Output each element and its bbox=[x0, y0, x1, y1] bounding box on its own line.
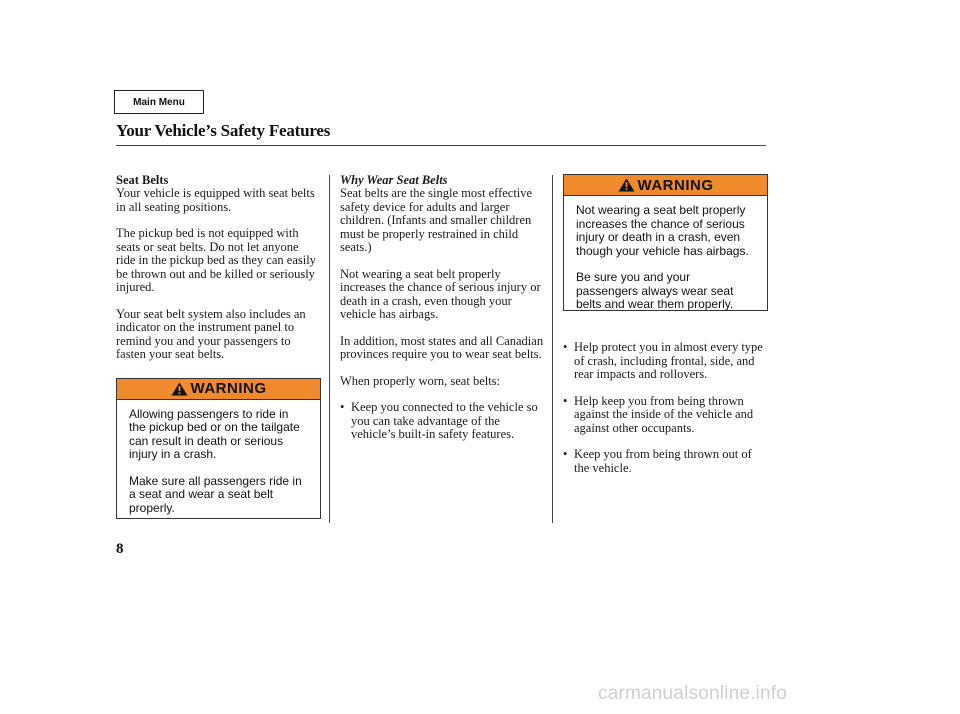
warning-text: Be sure you and your passengers always w… bbox=[576, 270, 734, 311]
page-number: 8 bbox=[116, 541, 124, 557]
column-why-wear-seat-belts: Why Wear Seat Belts Seat belts are the s… bbox=[340, 174, 545, 455]
bullet-icon: • bbox=[563, 340, 568, 354]
column-divider-right bbox=[552, 175, 553, 523]
section-heading-seat-belts: Seat Belts bbox=[116, 173, 169, 187]
warning-text: Not wearing a seat belt properly increas… bbox=[576, 203, 749, 258]
main-menu-button[interactable]: Main Menu bbox=[114, 90, 204, 114]
warning-text: Make sure all passengers ride in a seat … bbox=[129, 473, 302, 515]
bullet-list: • Keep you connected to the vehicle so yo… bbox=[340, 400, 545, 442]
warning-header: WARNING bbox=[564, 175, 767, 196]
paragraph: Seat belts are the single most effective… bbox=[340, 186, 533, 254]
bullet-text: Help protect you in almost every type of… bbox=[574, 340, 763, 381]
list-item: • Keep you from being thrown out of the v… bbox=[563, 447, 768, 475]
warning-label: WARNING bbox=[637, 176, 714, 194]
bullet-text: Help keep you from being thrown against … bbox=[574, 393, 754, 435]
paragraph: In addition, most states and all Canadia… bbox=[340, 333, 544, 361]
bullet-list: • Help protect you in almost every type o… bbox=[563, 340, 768, 475]
list-item: • Help protect you in almost every type o… bbox=[563, 340, 768, 382]
paragraph: Your seat belt system also includes an i… bbox=[116, 306, 306, 361]
column-right: WARNING Not wearing a seat belt properly… bbox=[563, 174, 768, 488]
paragraph: Not wearing a seat belt properly increas… bbox=[340, 266, 541, 321]
column-seat-belts: Seat Belts Your vehicle is equipped with… bbox=[116, 174, 321, 519]
warning-text: Allowing passengers to ride in the picku… bbox=[129, 406, 300, 461]
paragraph: When properly worn, seat belts: bbox=[340, 373, 501, 388]
paragraph: The pickup bed is not equipped with seat… bbox=[116, 226, 316, 294]
warning-triangle-icon bbox=[618, 178, 634, 192]
warning-body: Not wearing a seat belt properly increas… bbox=[564, 196, 767, 318]
warning-triangle-icon bbox=[171, 382, 187, 395]
warning-body: Allowing passengers to ride in the picku… bbox=[117, 400, 320, 522]
warning-box-pickup-bed: WARNING Allowing passengers to ride in t… bbox=[116, 377, 321, 522]
bullet-icon: • bbox=[563, 393, 568, 408]
page-title: Your Vehicle’s Safety Features bbox=[116, 121, 331, 140]
bullet-icon: • bbox=[563, 447, 568, 461]
warning-label: WARNING bbox=[190, 380, 267, 397]
column-divider-left bbox=[329, 175, 330, 523]
bullet-text: Keep you connected to the vehicle so you… bbox=[351, 400, 538, 441]
watermark: carmanualsonline.info bbox=[598, 683, 788, 704]
title-divider bbox=[116, 145, 766, 146]
list-item: • Help keep you from being thrown against… bbox=[563, 393, 768, 436]
bullet-text: Keep you from being thrown out of the ve… bbox=[574, 447, 752, 475]
list-item: • Keep you connected to the vehicle so yo… bbox=[340, 400, 545, 442]
paragraph: Your vehicle is equipped with seat belts… bbox=[116, 186, 315, 214]
bullet-icon: • bbox=[340, 400, 345, 414]
section-heading-why-wear: Why Wear Seat Belts bbox=[340, 173, 448, 187]
warning-box-seat-belt: WARNING Not wearing a seat belt properly… bbox=[563, 174, 768, 311]
warning-header: WARNING bbox=[117, 378, 320, 400]
